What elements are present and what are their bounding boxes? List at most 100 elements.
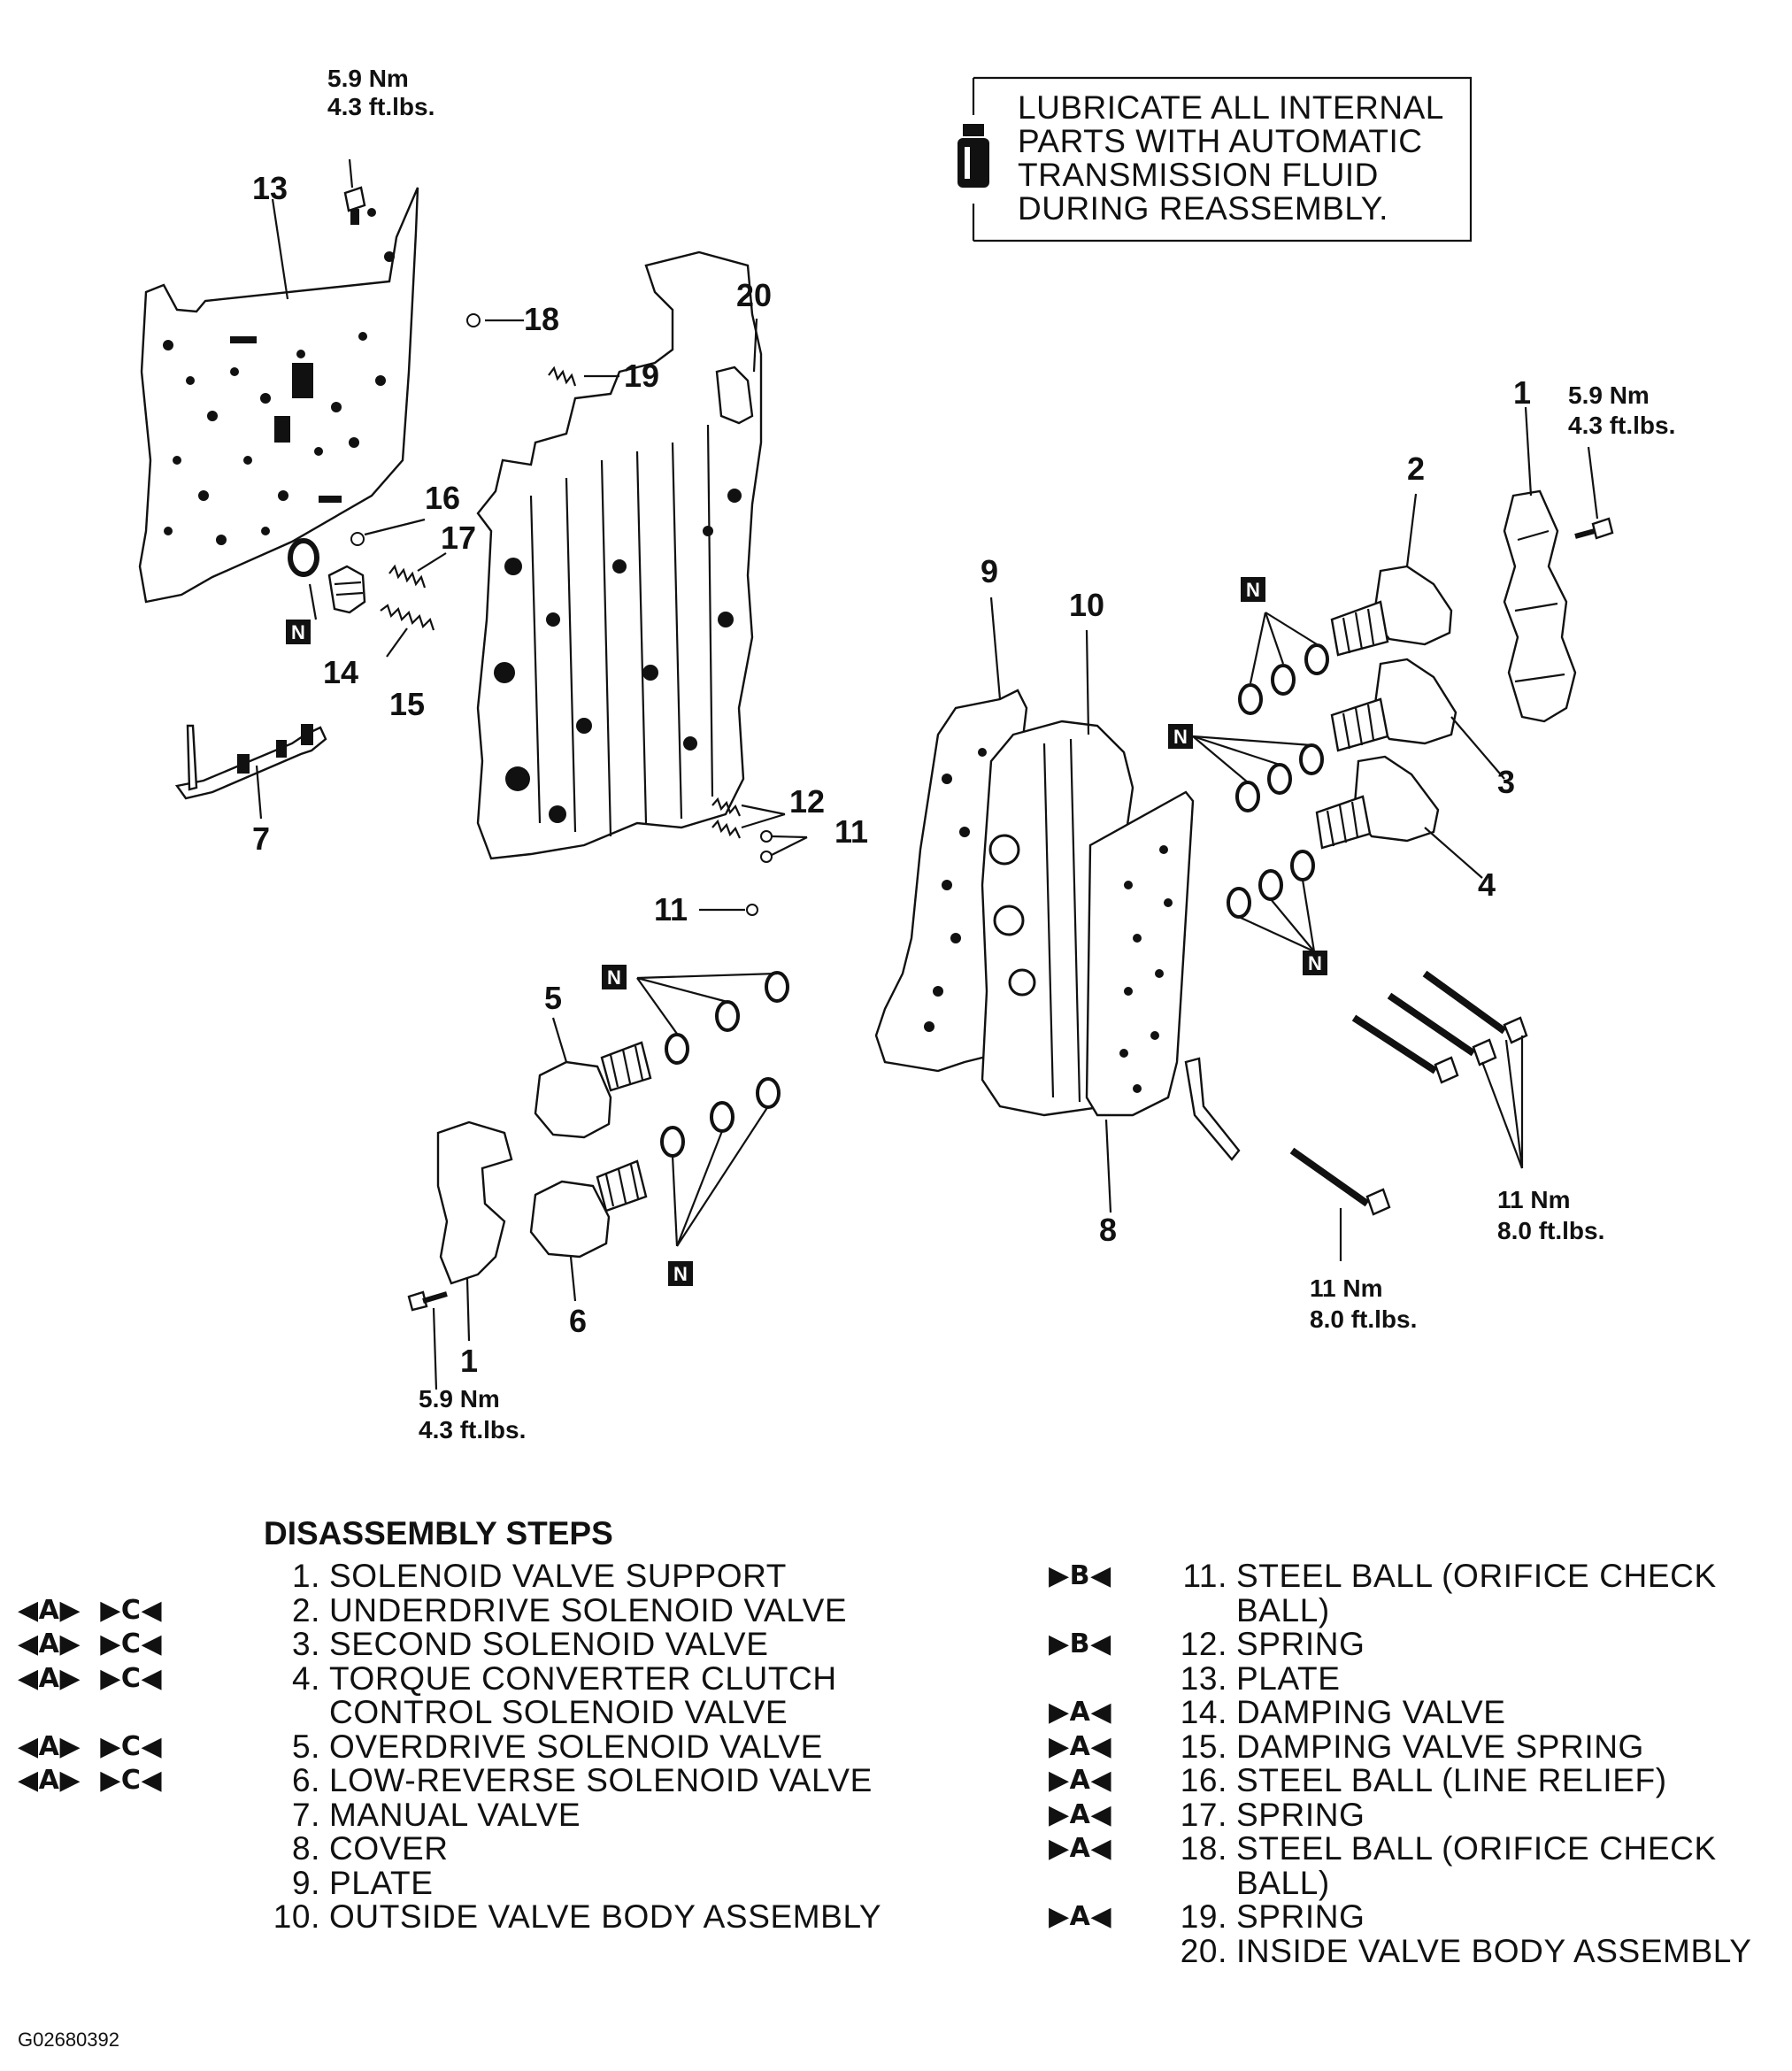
torque-plate-ftlbs: 4.3 ft.lbs.: [327, 93, 435, 120]
step-marks: [18, 1798, 257, 1833]
step-text: STEEL BALL (ORIFICE CHECK BALL): [1236, 1558, 1717, 1628]
steel-ball-part-18: [466, 313, 481, 327]
step-marks: ◀A▶ ▶C◀: [18, 1662, 163, 1694]
step-number: 13.: [1180, 1659, 1227, 1697]
step-text: DAMPING VALVE: [1236, 1694, 1506, 1730]
step-number: 18.: [1180, 1830, 1227, 1867]
step-number: 14.: [1180, 1694, 1227, 1730]
solenoid-valve-part-5: [534, 1041, 652, 1139]
step-text: SPRING: [1236, 1796, 1365, 1833]
callout-7: 7: [252, 820, 270, 857]
step-12: ▶B◀12.SPRING: [1049, 1626, 1783, 1662]
torque-support-left-ftlbs: 4.3 ft.lbs.: [419, 1416, 526, 1444]
callout-4: 4: [1478, 866, 1496, 903]
step-number: 8.: [291, 1830, 320, 1867]
step-number: 3.: [291, 1626, 320, 1662]
step-16: ▶A◀16.STEEL BALL (LINE RELIEF): [1049, 1762, 1783, 1798]
springs-part-12: [711, 797, 742, 839]
o-rings-right: [1227, 643, 1329, 919]
solenoid-valve-part-6: [529, 1159, 648, 1259]
callout-11-upper: 11: [834, 813, 868, 850]
step-text: UNDERDRIVE SOLENOID VALVE: [329, 1591, 848, 1628]
torque-support-left-nm: 5.9 Nm: [419, 1385, 500, 1413]
steel-balls-part-11: [746, 830, 773, 916]
step-marks: ▶A◀: [1049, 1901, 1112, 1932]
long-bolts: [1289, 970, 1528, 1216]
support-bolt-left: [407, 1290, 448, 1312]
figure-code: G02680392: [18, 2029, 119, 2051]
plate-part-13: [138, 187, 419, 604]
solenoid-valve-part-3: [1330, 658, 1457, 752]
torque-single-bolt-nm: 11 Nm: [1310, 1274, 1383, 1302]
step-17: ▶A◀17.SPRING: [1049, 1798, 1783, 1833]
callout-13: 13: [252, 170, 288, 206]
n-mark-left-upper: N: [286, 620, 311, 644]
callout-1-right: 1: [1513, 374, 1531, 411]
step-10: 10.OUTSIDE VALVE BODY ASSEMBLY: [18, 1898, 885, 1935]
step-text: LOW-REVERSE SOLENOID VALVE: [329, 1762, 873, 1798]
step-2: ◀A▶ ▶C◀2.UNDERDRIVE SOLENOID VALVE: [18, 1591, 885, 1628]
step-text: STEEL BALL (ORIFICE CHECK BALL): [1236, 1830, 1717, 1901]
step-text: SPRING: [1236, 1626, 1365, 1662]
torque-long-bolts-ftlbs: 8.0 ft.lbs.: [1497, 1217, 1604, 1244]
step-number: 1.: [291, 1558, 320, 1594]
step-text: COVER: [329, 1830, 449, 1867]
step-5: ◀A▶ ▶C◀5.OVERDRIVE SOLENOID VALVE: [18, 1729, 885, 1765]
step-8: 8.COVER: [18, 1830, 885, 1867]
step-1: 1.SOLENOID VALVE SUPPORT: [18, 1559, 885, 1594]
step-number: 12.: [1180, 1626, 1227, 1662]
step-text: STEEL BALL (LINE RELIEF): [1236, 1762, 1667, 1798]
spring-part-17: [388, 564, 427, 589]
lubrication-note: LUBRICATE ALL INTERNAL PARTS WITH AUTOMA…: [958, 76, 1473, 243]
step-11: ▶B◀11.STEEL BALL (ORIFICE CHECK BALL): [1049, 1559, 1783, 1628]
solenoid-support-part-1-left: [436, 1120, 513, 1285]
callout-17: 17: [441, 520, 476, 556]
step-number: 10.: [273, 1898, 320, 1935]
callout-5: 5: [544, 980, 562, 1016]
step-19: ▶A◀19.SPRING: [1049, 1899, 1783, 1935]
exploded-view-diagram: LUBRICATE ALL INTERNAL PARTS WITH AUTOMA…: [138, 65, 1675, 1444]
step-marks: ▶A◀: [1049, 1697, 1112, 1728]
n-mark-right-1: N: [1241, 577, 1265, 602]
svg-text:N: N: [291, 621, 305, 643]
o-rings-left: [660, 971, 789, 1158]
step-marks: [18, 1832, 257, 1867]
svg-text:N: N: [1308, 952, 1322, 974]
step-number: 7.: [291, 1796, 320, 1833]
step-marks: ▶A◀: [1049, 1765, 1112, 1796]
n-mark-right-3: N: [1303, 951, 1327, 975]
callout-2: 2: [1407, 450, 1425, 487]
step-marks: ◀A▶ ▶C◀: [18, 1730, 163, 1762]
svg-text:N: N: [673, 1263, 688, 1285]
bracket: [1184, 1057, 1241, 1161]
step-18: ▶A◀18.STEEL BALL (ORIFICE CHECK BALL): [1049, 1830, 1783, 1901]
step-marks: [18, 1900, 257, 1935]
solenoid-support-part-1-right: [1503, 489, 1577, 723]
manual-valve-part-7: [174, 724, 327, 800]
callout-3: 3: [1497, 764, 1515, 800]
step-7: 7.MANUAL VALVE: [18, 1798, 885, 1833]
callout-6: 6: [569, 1303, 587, 1339]
step-20: 20.INSIDE VALVE BODY ASSEMBLY: [1049, 1934, 1783, 1969]
step-marks: ▶B◀: [1049, 1560, 1111, 1591]
n-mark-left-6: N: [668, 1261, 693, 1286]
leader-lines: [255, 198, 1599, 1390]
callout-12: 12: [789, 783, 825, 820]
callout-19: 19: [624, 358, 659, 394]
n-mark-left-5: N: [602, 965, 627, 989]
callout-18: 18: [524, 301, 559, 337]
step-text: TORQUE CONVERTER CLUTCH CONTROL SOLENOID…: [329, 1659, 837, 1730]
torque-plate-nm: 5.9 Nm: [327, 65, 409, 92]
plate-bolt: [343, 186, 366, 225]
note-line-1: LUBRICATE ALL INTERNAL: [1018, 89, 1444, 126]
step-marks: ◀A▶ ▶C◀: [18, 1628, 163, 1659]
torque-long-bolts-nm: 11 Nm: [1497, 1186, 1571, 1213]
disassembly-steps-title: DISASSEMBLY STEPS: [264, 1515, 613, 1551]
step-marks: ◀A▶ ▶C◀: [18, 1765, 163, 1796]
callout-11-lower: 11: [654, 891, 688, 928]
disassembly-steps-right-list: ▶B◀11.STEEL BALL (ORIFICE CHECK BALL) ▶B…: [1049, 1559, 1783, 1968]
step-text: DAMPING VALVE SPRING: [1236, 1728, 1644, 1765]
solenoid-valve-part-2: [1330, 565, 1453, 657]
step-6: ◀A▶ ▶C◀6.LOW-REVERSE SOLENOID VALVE: [18, 1762, 885, 1798]
step-text: PLATE: [329, 1864, 434, 1901]
